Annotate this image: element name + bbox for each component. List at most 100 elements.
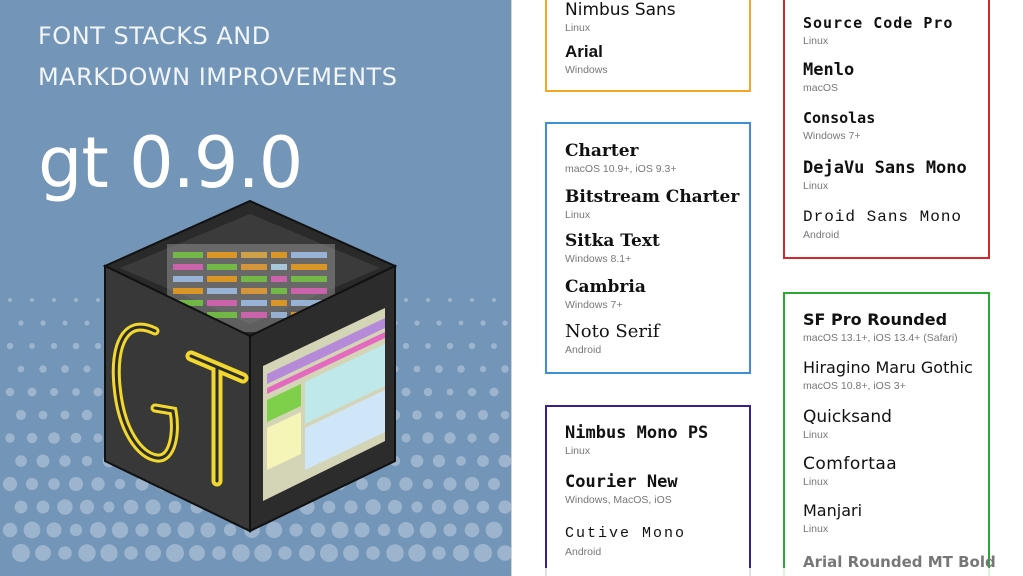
dot [289,523,303,537]
dot [477,455,489,467]
dot [322,500,336,514]
font-platform: macOS 10.9+, iOS 9.3+ [565,163,677,175]
dot [123,499,139,515]
dot [93,433,103,443]
font-platform: Linux [803,429,829,441]
font-platform: Android [565,546,602,558]
dot [419,521,437,539]
font-platform: macOS [803,82,839,94]
font-name: Nimbus Sans [565,0,676,20]
dot [15,455,27,467]
dot [401,433,411,443]
font-entry: Consolas Windows 7+ [803,108,875,143]
dot [344,500,358,514]
font-entry: Charter macOS 10.9+, iOS 9.3+ [565,141,676,176]
dot [479,365,487,373]
dot [26,432,38,444]
font-platform: Linux [565,209,591,221]
dot [422,478,434,490]
dot [464,522,480,538]
dot [84,320,90,326]
font-entry: Nimbus Mono PS Linux [565,423,708,458]
dot [386,544,404,562]
font-name: DejaVu Sans Mono [803,158,967,178]
dot [38,410,48,420]
dot [410,454,424,468]
font-name: Hiragino Maru Gothic [803,358,973,377]
dot [52,298,56,302]
dot [69,523,83,537]
dot [443,523,457,537]
dot [377,477,391,491]
dot [5,387,15,397]
dot [70,432,82,444]
dot [15,409,27,421]
dot [124,546,138,560]
dot [498,454,511,468]
font-platform: Linux [565,445,591,457]
font-platform: macOS 13.1+, iOS 13.4+ (Safari) [803,332,958,344]
hero-panel: FONT STACKS AND MARKDOWN IMPROVEMENTS gt… [0,0,511,576]
font-name: Quicksand [803,407,892,427]
font-stacks-panel: Nimbus Sans Linux Arial Windows Charter … [512,0,1023,576]
font-entry: Hiragino Maru Gothic macOS 10.8+, iOS 3+ [803,358,973,393]
dot [156,522,172,538]
font-entry: Manjari Linux [803,501,862,536]
font-name: SF Pro Rounded [803,310,948,329]
font-entry: Sitka Text Windows 8.1+ [565,231,660,266]
dot [488,478,500,490]
dot [265,521,283,539]
dot [36,500,50,514]
dot [448,298,452,302]
font-entry: Menlo macOS [803,60,854,95]
dot [401,387,411,397]
dot [60,410,70,420]
dot [489,387,499,397]
dot [422,432,434,444]
font-entry: Nimbus Sans Linux [565,0,676,35]
font-platform: Linux [803,180,829,192]
dot [446,342,454,350]
dot [278,546,292,560]
dot [408,544,426,562]
dot [435,365,443,373]
card-serif-stack: Charter macOS 10.9+, iOS 9.3+ Bitstream … [545,122,751,374]
dot [399,477,413,491]
dot [39,365,47,373]
dot [398,522,414,538]
card-rounded-stack: SF Pro Rounded macOS 13.1+, iOS 13.4+ (S… [783,292,996,576]
dot [94,342,102,350]
font-entry: Arial Windows [565,42,608,77]
dot [431,499,447,515]
dot [500,410,510,420]
dot [425,343,431,349]
dot [299,545,315,561]
dot [452,544,470,562]
dot [5,433,15,443]
font-entry: Noto Serif Android [565,322,659,357]
dot [365,499,381,515]
font-platform: Windows 7+ [565,299,623,311]
dot [232,544,250,562]
dot [402,342,410,350]
dot [477,409,489,421]
dot [432,546,446,560]
dot [467,433,477,443]
dot [23,521,41,539]
dot [413,365,421,373]
dot [72,388,80,396]
dot [320,544,338,562]
font-entry: Cambria Windows 7+ [565,277,646,312]
font-platform: Windows [565,64,608,76]
dot [168,500,182,514]
dot [457,365,465,373]
font-name: Noto Serif [565,321,660,342]
dot [343,545,359,561]
dot [432,454,446,468]
dot [18,320,24,326]
font-entry: Source Code Pro Linux [803,13,953,48]
dot [135,523,149,537]
dot [81,409,93,421]
dot [166,544,184,562]
dot [2,476,18,492]
